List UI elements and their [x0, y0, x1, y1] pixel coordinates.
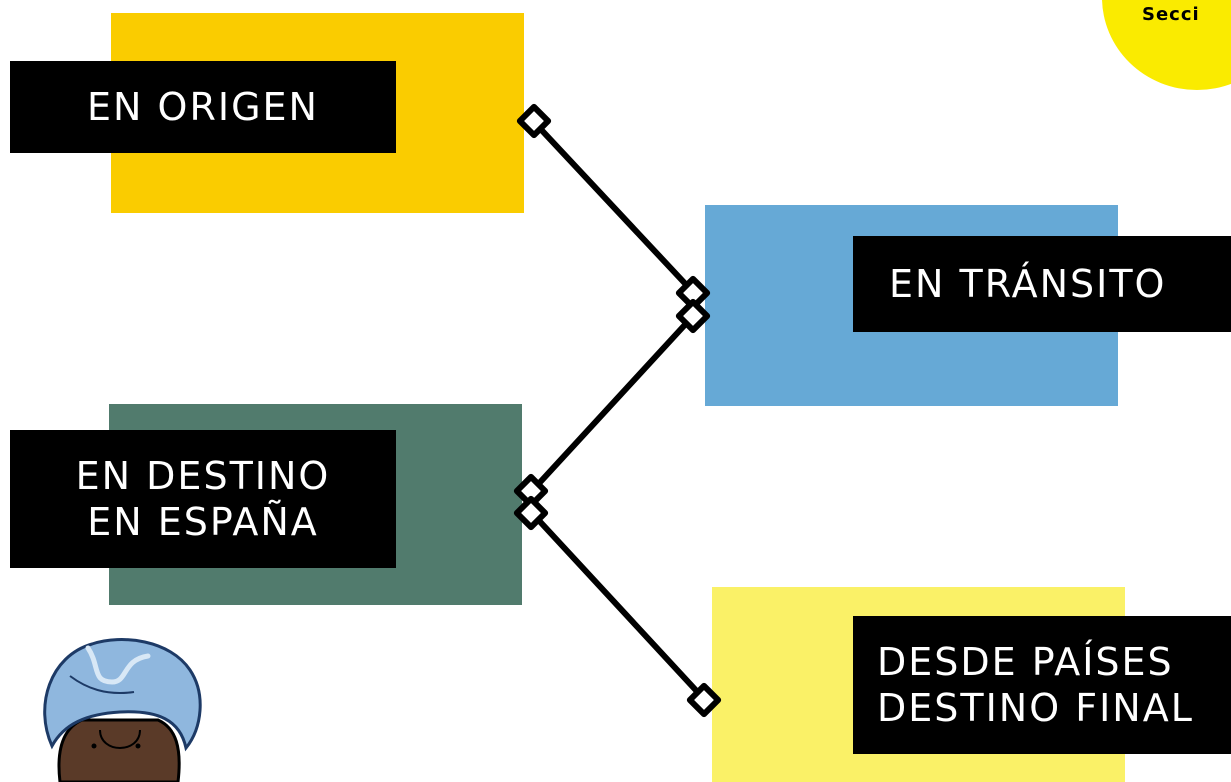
connector-destino-final — [529, 510, 707, 702]
connector-transito-destino — [529, 313, 696, 494]
connector-diamond-icon — [513, 495, 549, 531]
connector-diamond-icon — [686, 682, 722, 718]
connector-origen-transito — [531, 119, 696, 295]
connector-diamond-icon — [516, 103, 552, 139]
node-label-origen: EN ORIGEN — [10, 61, 396, 153]
node-label-transito: EN TRÁNSITO — [853, 236, 1231, 332]
connector-diamond-icon — [513, 473, 549, 509]
connector-diamond-icon — [675, 298, 711, 334]
section-badge-label: Secci — [1142, 4, 1200, 25]
woman-headwrap-avatar-icon — [43, 638, 202, 782]
node-label-final: DESDE PAÍSES DESTINO FINAL — [853, 616, 1231, 754]
node-label-destino: EN DESTINO EN ESPAÑA — [10, 430, 396, 568]
connector-diamond-icon — [675, 275, 711, 311]
